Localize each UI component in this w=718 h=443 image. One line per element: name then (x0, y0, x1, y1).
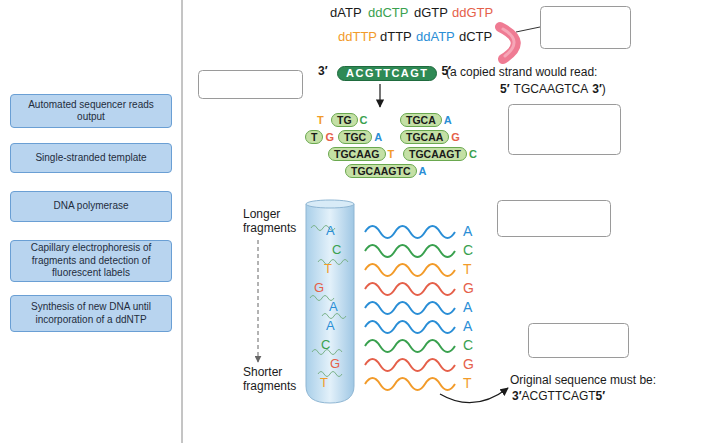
terminator-base: A (374, 130, 382, 144)
terminator-base: G (325, 130, 334, 144)
nucleotide-name: dCTP (459, 30, 492, 45)
terminator-base: C (360, 113, 368, 127)
band-base: A (329, 300, 338, 315)
node-text: TGCAAG (334, 148, 380, 160)
step-label-box: Capillary electrophoresis of fragments a… (10, 240, 172, 282)
note-text: (a copied strand would read: (446, 66, 597, 80)
note-text: ) (602, 83, 606, 97)
nucleotide-name: ddATP (416, 30, 455, 45)
size-order-arrow (258, 240, 259, 362)
nucleotide-name: dGTP (414, 6, 448, 21)
nucleotide-name: ddTTP (338, 30, 377, 45)
terminator-base: C (469, 147, 477, 161)
step-label-box: DNA polymerase (10, 191, 172, 222)
band-base: C (321, 338, 330, 353)
read-base: A (463, 318, 472, 334)
node-text: Capillary electrophoresis of fragments a… (17, 242, 165, 280)
read-base: C (463, 337, 473, 353)
strand-end-label: 3′ (318, 65, 328, 79)
leader-line (516, 27, 540, 32)
result-text: Original sequence must be: (510, 374, 656, 388)
text-row: 3′ACGTTCAGT5′ (512, 390, 605, 404)
polymerase-symbol (500, 27, 516, 59)
panel-divider (182, 0, 183, 443)
terminator-base: T (388, 147, 395, 161)
node-text: TG (337, 114, 352, 126)
band-base: A (326, 319, 335, 334)
fragment-strand: TGCAA (400, 130, 449, 144)
polymerase-highlight (503, 29, 514, 56)
fragment-strand: T (305, 130, 323, 144)
node-text: TGC (344, 131, 366, 143)
answer-box (199, 71, 303, 99)
sequence-text: TGCAAGTCA (514, 83, 589, 97)
node-text: TGCAAGTC (351, 165, 411, 177)
node-text: Single-stranded template (35, 152, 146, 165)
read-base: T (463, 261, 472, 277)
read-base: G (463, 280, 474, 296)
axis-label: Shorter fragments (243, 366, 301, 394)
capillary-tube (306, 200, 354, 403)
nucleotide-name: dTTP (380, 30, 412, 45)
band-base: A (326, 224, 335, 239)
node-text: TGCAAGT (409, 148, 461, 160)
band-base: T (320, 376, 328, 391)
band-base: C (332, 243, 341, 258)
strand-end-label: 5′ (500, 83, 510, 97)
read-base: G (463, 356, 474, 372)
fragment-strand: TGCAAGTC (345, 164, 417, 178)
node-text: Automated sequencer reads output (17, 99, 165, 124)
read-base: A (463, 223, 472, 239)
band-base: G (330, 357, 340, 372)
synthesis-arrow (379, 84, 380, 107)
answer-box (541, 7, 631, 49)
node-text: TGCAA (406, 131, 443, 143)
node-text: ACGTTCAGT (346, 67, 429, 80)
nucleotide-name: ddGTP (452, 6, 493, 21)
text-row: 5′ TGCAAGTCA3′) (500, 83, 606, 97)
fluorescence-traces (365, 226, 455, 390)
terminator-base: G (451, 130, 460, 144)
answer-box (509, 105, 621, 155)
answer-box (529, 324, 629, 358)
fragment-strand: TGCAAG (328, 147, 386, 161)
axis-label: Longer fragments (243, 208, 301, 236)
fragment-strand: TG (331, 113, 358, 127)
strand-end-label: 5′ (596, 390, 606, 404)
fragment-strand: TGCA (400, 113, 442, 127)
fragment-strand: TGCAAGT (403, 147, 467, 161)
answer-boxes (199, 7, 631, 358)
fragment-strand: TGC (338, 130, 372, 144)
node-text: Synthesis of new DNA until incorporation… (17, 301, 165, 326)
terminator-base: A (444, 113, 452, 127)
result-arrow (440, 388, 508, 403)
terminator-base: T (317, 113, 324, 127)
band-base: T (324, 262, 332, 277)
step-label-box: Single-stranded template (10, 143, 172, 173)
read-base: C (463, 242, 473, 258)
sequence-text: ACGTTCAGT (522, 390, 596, 404)
strand-end-label: 3′ (512, 390, 522, 404)
strand-end-label: 3′ (592, 83, 602, 97)
read-base: T (463, 375, 472, 391)
band-base: G (314, 281, 324, 296)
read-base: A (463, 299, 472, 315)
node-text: TGCA (406, 114, 436, 126)
node-text: DNA polymerase (53, 200, 128, 213)
node-text: T (311, 131, 317, 143)
step-label-box: Synthesis of new DNA until incorporation… (10, 295, 172, 332)
nucleotide-name: ddCTP (368, 6, 408, 21)
answer-box (498, 201, 611, 237)
nucleotide-name: dATP (330, 6, 362, 21)
terminator-base: A (419, 164, 427, 178)
template-strand: ACGTTCAGT (337, 66, 437, 81)
step-label-box: Automated sequencer reads output (10, 94, 172, 128)
